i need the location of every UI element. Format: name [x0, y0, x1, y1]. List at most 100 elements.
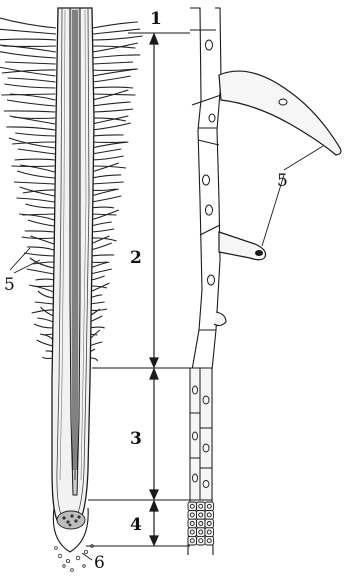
- meristem-cell: [205, 519, 214, 528]
- label-5-right-leaders: [262, 146, 323, 246]
- root-hair: [91, 149, 121, 154]
- root-hair: [4, 84, 55, 88]
- root-hair: [91, 182, 124, 184]
- root-hair: [0, 51, 56, 58]
- root-hair: [90, 255, 114, 256]
- root-hair: [91, 222, 112, 226]
- root-hair: [27, 269, 54, 274]
- root-hair: [30, 236, 54, 244]
- zone-3-arrow: [150, 369, 158, 499]
- label-zone-2: 2: [130, 248, 142, 268]
- root-hair: [92, 135, 124, 136]
- root-hairs-right: [89, 22, 143, 361]
- root-hair: [91, 214, 117, 215]
- root-hair: [20, 187, 55, 196]
- root-hair-cell-upper: [219, 71, 341, 155]
- meristem-cell: [197, 519, 206, 528]
- root-hair: [38, 291, 54, 298]
- root-hair: [93, 62, 133, 64]
- label-root-hair-right: 5: [277, 171, 288, 191]
- root-hair: [16, 198, 54, 202]
- root-hair: [6, 127, 55, 130]
- root-hair: [93, 55, 141, 58]
- root-hair: [32, 310, 54, 313]
- meristem-cell: [197, 536, 206, 545]
- meristem-cell: [188, 502, 197, 511]
- root-hair: [91, 207, 114, 208]
- root-hair: [27, 247, 54, 250]
- root-hair: [8, 78, 56, 82]
- root-hair: [25, 231, 54, 232]
- root-hair: [90, 236, 109, 244]
- root-hair: [92, 76, 130, 82]
- meristem-cell: [197, 511, 206, 520]
- label-6-leader: [82, 553, 92, 560]
- label-zone-1: 1: [150, 9, 162, 29]
- root-hair: [92, 102, 131, 106]
- meristem-cell: [205, 536, 214, 545]
- root-hair: [89, 327, 104, 328]
- root-hair: [0, 18, 56, 28]
- meristem-cell: [205, 511, 214, 520]
- cells-zone-3: [190, 368, 212, 500]
- root-hair: [5, 62, 56, 64]
- root-hair: [7, 100, 55, 106]
- zone-boundary-lines: [86, 33, 190, 546]
- root-hair: [91, 196, 121, 202]
- label-5-left-leaders: [10, 248, 40, 273]
- label-root-hair-left: 5: [4, 275, 15, 295]
- root-hair: [35, 279, 53, 280]
- root-hair: [41, 307, 54, 316]
- root-hair: [91, 229, 115, 232]
- root-hair: [37, 340, 53, 346]
- meristem-cell: [197, 528, 206, 537]
- root-hair: [15, 159, 55, 160]
- meristem-cell: [188, 519, 197, 528]
- root-hair: [0, 29, 56, 34]
- root-hair: [91, 163, 119, 172]
- root-hair: [35, 302, 54, 304]
- zone-2-arrow: [150, 34, 158, 367]
- label-root-cap: 6: [94, 553, 105, 573]
- root-hair: [91, 156, 123, 160]
- root-hair: [90, 243, 111, 250]
- root-hair: [17, 171, 55, 178]
- root-hair: [28, 220, 54, 226]
- root-hair: [18, 149, 55, 154]
- root-hair: [24, 253, 54, 256]
- root-hair: [92, 123, 131, 130]
- root-hair: [92, 87, 133, 88]
- meristem-cell: [205, 528, 214, 537]
- root-hair: [90, 269, 112, 274]
- root-hair-nucleus-lower: [255, 250, 263, 256]
- cells-zone-4: [188, 502, 214, 545]
- root-hair: [91, 175, 121, 178]
- root-hair: [15, 133, 55, 136]
- meristem-cell: [188, 536, 197, 545]
- root-hair-bud: [214, 312, 226, 326]
- root-hair: [0, 67, 56, 76]
- meristem-cell: [188, 511, 197, 520]
- root-hair: [93, 22, 138, 28]
- root-hair: [14, 182, 55, 184]
- root-hair: [93, 36, 143, 40]
- root-hair: [10, 116, 56, 124]
- root-hair: [34, 324, 53, 328]
- meristem-cell: [197, 502, 206, 511]
- label-zone-4: 4: [130, 515, 142, 535]
- root-hair: [12, 142, 55, 144]
- meristem-cell: [188, 528, 197, 537]
- meristem-cell: [205, 502, 214, 511]
- root-hair: [25, 204, 54, 208]
- root-hair: [37, 318, 53, 322]
- root-hair: [42, 357, 53, 358]
- label-zone-3: 3: [130, 429, 142, 449]
- zone-4-arrow: [150, 501, 158, 545]
- cell-nuclei-zone-2: [203, 40, 216, 285]
- root-hair: [92, 109, 133, 112]
- root-hair: [4, 111, 55, 112]
- root-hairs-left: [0, 18, 56, 358]
- root-hair: [0, 39, 56, 40]
- meristem-cells: [57, 511, 85, 529]
